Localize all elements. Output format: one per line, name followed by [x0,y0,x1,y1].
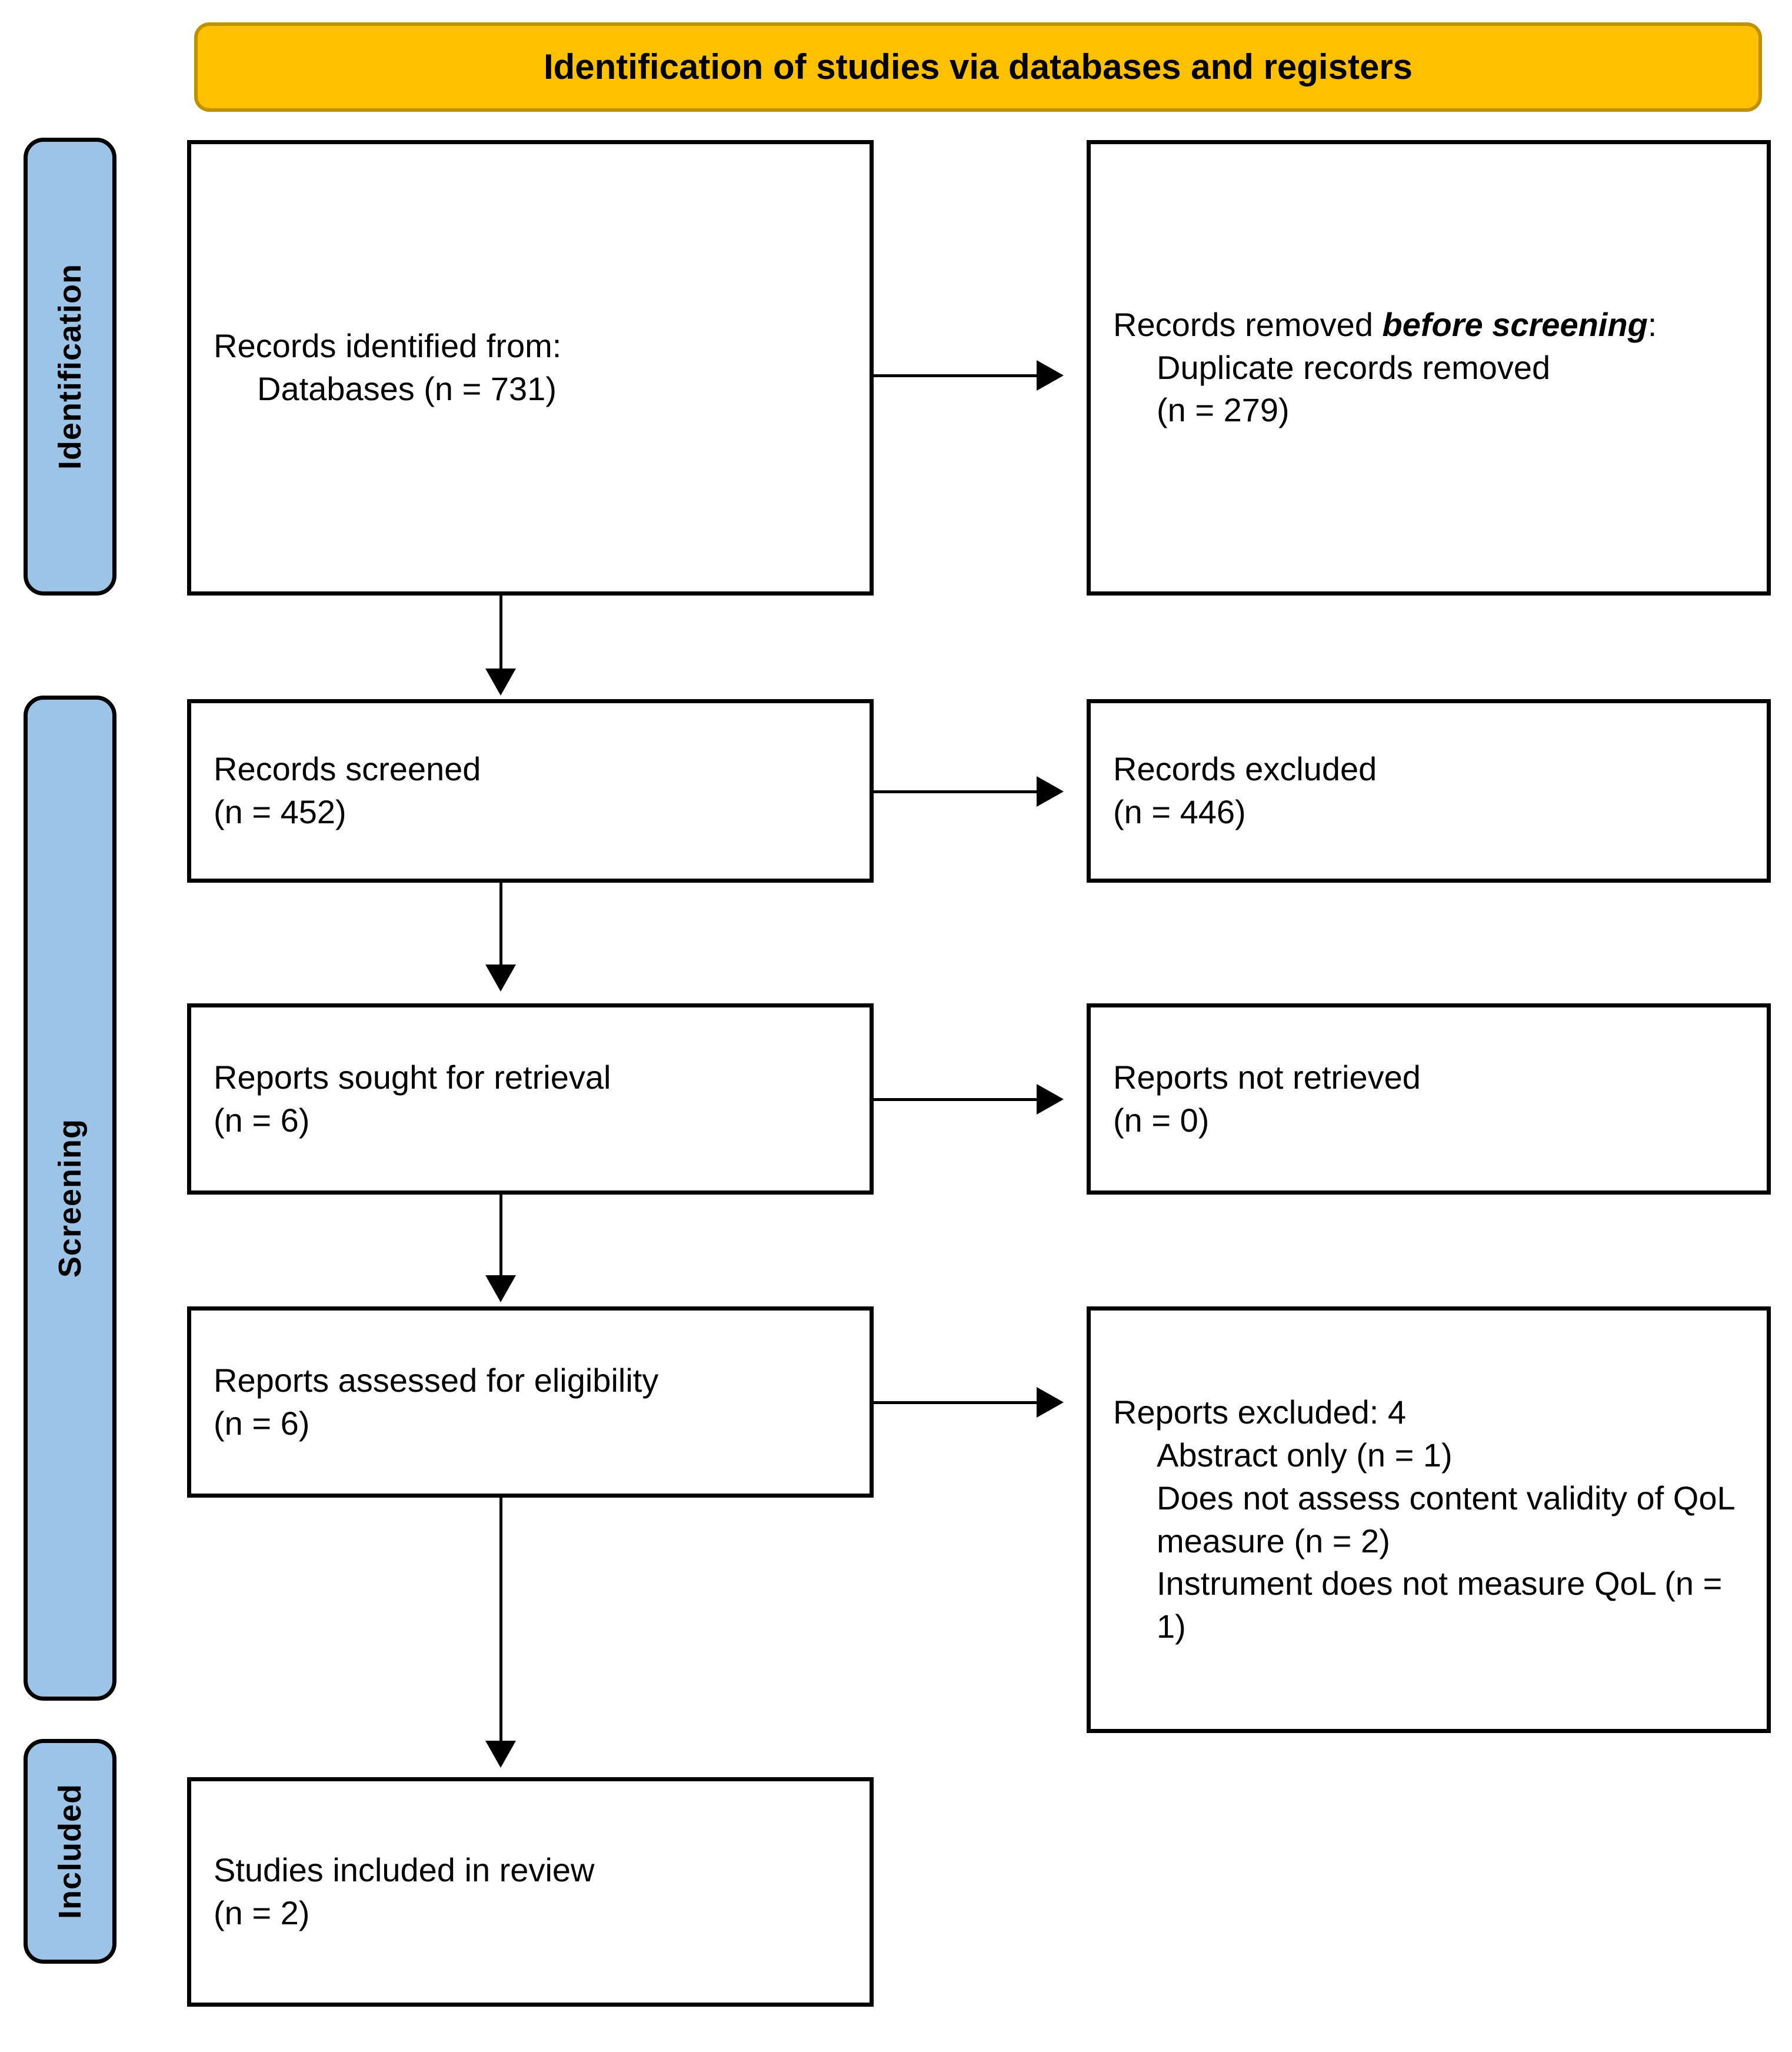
edge-screened-to-excluded-arrowhead [1037,776,1064,807]
records-removed-emphasis: before screening [1382,305,1648,343]
stage-label-identification: Identification [24,138,116,596]
edge-screened-to-excluded-line [874,790,1038,793]
edge-identified-to-removed-line [874,374,1038,377]
reports-excluded-reason-3: Instrument does not measure QoL (n = 1) [1157,1565,1723,1645]
edge-screened-to-sought-arrowhead [485,965,516,992]
box-reports-excluded: Reports excluded: 4 Abstract only (n = 1… [1087,1306,1771,1733]
box-reports-sought: Reports sought for retrieval (n = 6) [187,1003,874,1195]
reports-sought-line1: Reports sought for retrieval [214,1058,611,1096]
reports-excluded-reason-2: Does not assess content validity of QoL … [1157,1479,1734,1559]
studies-included-line2: (n = 2) [214,1894,310,1931]
records-identified-line2: Databases (n = 731) [257,370,557,407]
edge-sought-to-not-retrieved-arrowhead [1037,1084,1064,1115]
box-records-identified: Records identified from: Databases (n = … [187,140,874,596]
edge-identified-to-screened-arrowhead [485,669,516,696]
edge-assessed-to-included-line [499,1498,502,1745]
box-reports-not-retrieved-text: Reports not retrieved (n = 0) [1091,1056,1767,1142]
records-screened-line1: Records screened [214,750,481,788]
records-identified-line1: Records identified from: [214,327,562,365]
records-excluded-line2: (n = 446) [1113,793,1246,830]
records-removed-line2: Duplicate records removed [1157,348,1551,386]
records-removed-line3: (n = 279) [1157,391,1290,429]
edge-assessed-to-included-arrowhead [485,1741,516,1768]
box-studies-included: Studies included in review (n = 2) [187,1777,874,2007]
box-records-removed: Records removed before screening: Duplic… [1087,140,1771,596]
edge-sought-to-not-retrieved-line [874,1098,1038,1101]
box-reports-excluded-text: Reports excluded: 4 Abstract only (n = 1… [1091,1391,1767,1648]
diagram-header-banner: Identification of studies via databases … [194,22,1762,112]
box-records-removed-text: Records removed before screening: Duplic… [1091,304,1767,432]
reports-not-retrieved-line2: (n = 0) [1113,1101,1210,1139]
reports-excluded-reason-1: Abstract only (n = 1) [1157,1436,1453,1474]
edge-sought-to-assessed-line [499,1195,502,1279]
reports-excluded-line1: Reports excluded: 4 [1113,1394,1407,1431]
box-reports-not-retrieved: Reports not retrieved (n = 0) [1087,1003,1771,1195]
box-studies-included-text: Studies included in review (n = 2) [191,1849,870,1935]
edge-identified-to-removed-arrowhead [1037,360,1064,391]
box-records-excluded: Records excluded (n = 446) [1087,699,1771,883]
studies-included-line1: Studies included in review [214,1851,595,1889]
records-removed-line1-a: Records removed [1113,305,1383,343]
box-records-excluded-text: Records excluded (n = 446) [1091,748,1767,834]
edge-screened-to-sought-line [499,883,502,968]
edge-sought-to-assessed-arrowhead [485,1275,516,1302]
reports-sought-line2: (n = 6) [214,1101,310,1139]
stage-label-included: Included [24,1739,116,1964]
records-removed-line1-c: : [1647,305,1657,343]
stage-label-screening-text: Screening [52,1118,88,1278]
edge-identified-to-screened-line [499,596,502,673]
box-records-identified-text: Records identified from: Databases (n = … [191,325,870,411]
box-reports-assessed: Reports assessed for eligibility (n = 6) [187,1306,874,1498]
records-screened-line2: (n = 452) [214,793,347,830]
stage-label-identification-text: Identification [52,264,88,470]
records-excluded-line1: Records excluded [1113,750,1377,788]
reports-assessed-line1: Reports assessed for eligibility [214,1361,659,1399]
edge-assessed-to-excluded-arrowhead [1037,1387,1064,1418]
reports-not-retrieved-line1: Reports not retrieved [1113,1058,1421,1096]
stage-label-screening: Screening [24,696,116,1701]
reports-assessed-line2: (n = 6) [214,1404,310,1442]
stage-label-included-text: Included [52,1783,88,1919]
box-reports-assessed-text: Reports assessed for eligibility (n = 6) [191,1359,870,1445]
box-records-screened: Records screened (n = 452) [187,699,874,883]
edge-assessed-to-excluded-line [874,1401,1038,1404]
box-records-screened-text: Records screened (n = 452) [191,748,870,834]
diagram-title: Identification of studies via databases … [543,47,1413,87]
box-reports-sought-text: Reports sought for retrieval (n = 6) [191,1056,870,1142]
